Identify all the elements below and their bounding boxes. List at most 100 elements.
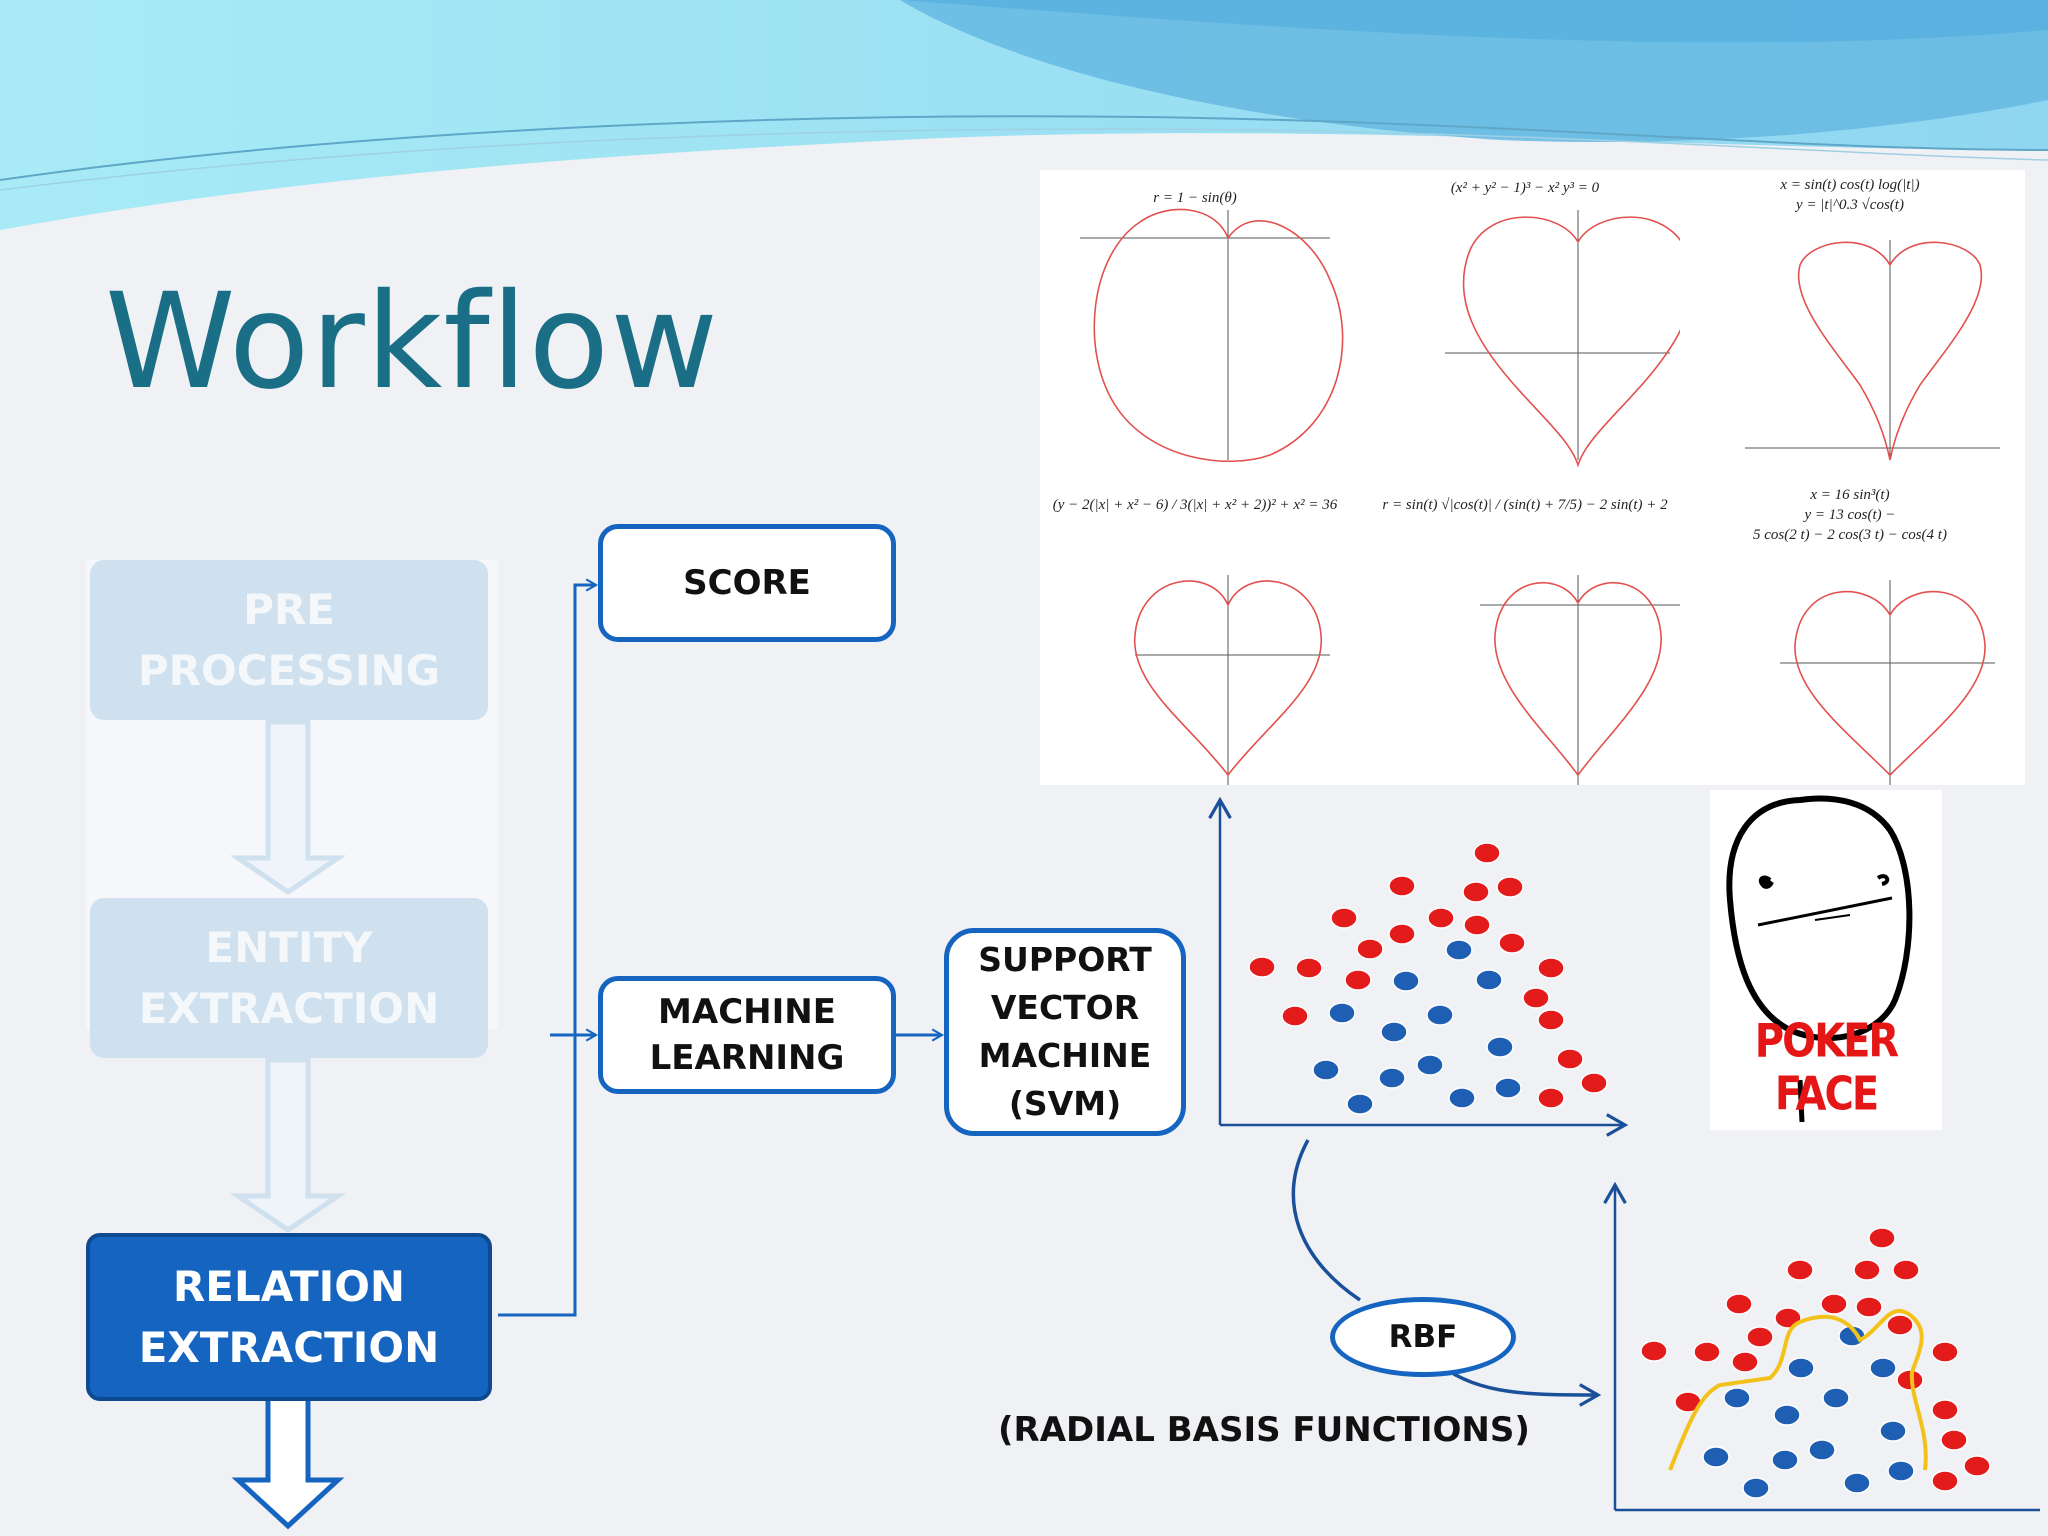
stage-label-line: RELATION [172, 1262, 406, 1311]
ml-label-line: LEARNING [649, 1038, 845, 1078]
rbf-caption: (RADIAL BASIS FUNCTIONS) [998, 1410, 1530, 1450]
svm-label-line: SUPPORT [978, 940, 1152, 979]
heart-plot: x = 16 sin³(t)y = 13 cos(t) −5 cos(2 t) … [1695, 485, 2005, 785]
red-point [1537, 1009, 1565, 1031]
stage-entity-extraction: ENTITY EXTRACTION [90, 898, 488, 1058]
red-point [1580, 1072, 1608, 1094]
red-point [1463, 914, 1491, 936]
stage-label-line: ENTITY [205, 923, 373, 972]
heart-plot: x = sin(t) cos(t) log(|t|)y = |t|^0.3 √c… [1695, 170, 2005, 470]
red-point [1356, 938, 1384, 960]
blue-point [1787, 1357, 1815, 1379]
decision-boundary [1668, 1308, 1928, 1471]
heart-plot: (x² + y² − 1)³ − x² y³ = 0 [1370, 170, 1680, 470]
red-point [1693, 1341, 1721, 1363]
blue-point [1378, 1067, 1406, 1089]
red-point [1388, 875, 1416, 897]
machine-learning-box: MACHINE LEARNING [598, 976, 896, 1094]
red-point [1248, 956, 1276, 978]
red-point [1537, 1087, 1565, 1109]
heart-equation: x = 16 sin³(t)y = 13 cos(t) −5 cos(2 t) … [1753, 487, 1947, 543]
red-point [1462, 881, 1490, 903]
heart-curves-image: r = 1 − sin(θ) (x² + y² − 1)³ − x² y³ = … [1040, 170, 2025, 785]
red-point [1344, 969, 1372, 991]
blue-point [1879, 1420, 1907, 1442]
ml-label-line: MACHINE [658, 992, 836, 1032]
heart-equation: r = 1 − sin(θ) [1153, 190, 1237, 206]
blue-point [1702, 1446, 1730, 1468]
blue-point [1328, 1002, 1356, 1024]
stage-label-line: EXTRACTION [138, 984, 440, 1033]
red-point [1931, 1341, 1959, 1363]
poker-face-meme: POKER FACE [1710, 790, 1942, 1130]
stage-preprocessing: PRE PROCESSING [90, 560, 488, 720]
blue-point [1416, 1054, 1444, 1076]
blue-point [1426, 1004, 1454, 1026]
red-point [1427, 907, 1455, 929]
blue-point [1742, 1477, 1770, 1499]
rbf-plot-axes [1603, 1181, 2040, 1512]
blue-point [1346, 1093, 1374, 1115]
heart-plot: r = sin(t) √|cos(t)| / (sin(t) + 7/5) − … [1370, 485, 1680, 785]
red-point [1855, 1296, 1883, 1318]
red-point [1473, 842, 1501, 864]
red-point [1556, 1048, 1584, 1070]
blue-point [1486, 1036, 1514, 1058]
svm-label-line: MACHINE [978, 1036, 1152, 1075]
red-point [1295, 957, 1323, 979]
red-point [1931, 1399, 1959, 1421]
heart-equation: (x² + y² − 1)³ − x² y³ = 0 [1450, 180, 1600, 196]
blue-point [1475, 969, 1503, 991]
svm-label-line: VECTOR [990, 988, 1140, 1027]
poker-face-label: POKER FACE [1754, 1015, 1899, 1121]
red-point [1281, 1005, 1309, 1027]
red-point [1746, 1326, 1774, 1348]
blue-point [1843, 1472, 1871, 1494]
heart-equation: x = sin(t) cos(t) log(|t|)y = |t|^0.3 √c… [1780, 177, 1920, 213]
red-point [1537, 957, 1565, 979]
blue-point [1392, 970, 1420, 992]
stage-arrow-1 [229, 719, 347, 896]
stage-label-line: PROCESSING [137, 646, 441, 695]
red-point [1731, 1351, 1759, 1373]
rbf-label: RBF [1388, 1319, 1458, 1355]
svm-box: SUPPORT VECTOR MACHINE (SVM) [944, 928, 1186, 1136]
heart-plot: (y − 2(|x| + x² − 6) / 3(|x| + x² + 2))²… [1040, 485, 1350, 785]
blue-point [1448, 1087, 1476, 1109]
red-point [1725, 1293, 1753, 1315]
red-point [1892, 1259, 1920, 1281]
blue-point [1822, 1387, 1850, 1409]
scatter-plot-axes [1208, 796, 1629, 1137]
blue-point [1494, 1077, 1522, 1099]
stage-label-line: PRE [243, 585, 335, 634]
red-point [1940, 1429, 1968, 1451]
score-label: SCORE [683, 563, 811, 603]
heart-equation: (y − 2(|x| + x² − 6) / 3(|x| + x² + 2))²… [1052, 497, 1338, 513]
heart-equation: r = sin(t) √|cos(t)| / (sin(t) + 7/5) − … [1382, 497, 1668, 513]
red-point [1886, 1314, 1914, 1336]
rbf-plot-points [1640, 1227, 1991, 1499]
red-point [1853, 1259, 1881, 1281]
slide-title: Workflow [105, 265, 720, 419]
red-point [1640, 1340, 1668, 1362]
blue-point [1723, 1387, 1751, 1409]
red-point [1868, 1227, 1896, 1249]
poker-face-drawing [1726, 795, 1913, 1123]
blue-point [1771, 1449, 1799, 1471]
blue-point [1312, 1059, 1340, 1081]
blue-point [1808, 1439, 1836, 1461]
red-point [1388, 923, 1416, 945]
blue-point [1869, 1357, 1897, 1379]
header-wave [0, 0, 2048, 230]
stage-arrow-out [231, 1395, 345, 1530]
red-point [1498, 932, 1526, 954]
score-box: SCORE [598, 524, 896, 642]
scatter-plot-points [1248, 842, 1608, 1115]
svm-label-line: (SVM) [1008, 1084, 1122, 1123]
heart-plot: r = 1 − sin(θ) [1040, 170, 1350, 470]
red-point [1963, 1455, 1991, 1477]
red-point [1522, 987, 1550, 1009]
blue-point [1380, 1021, 1408, 1043]
